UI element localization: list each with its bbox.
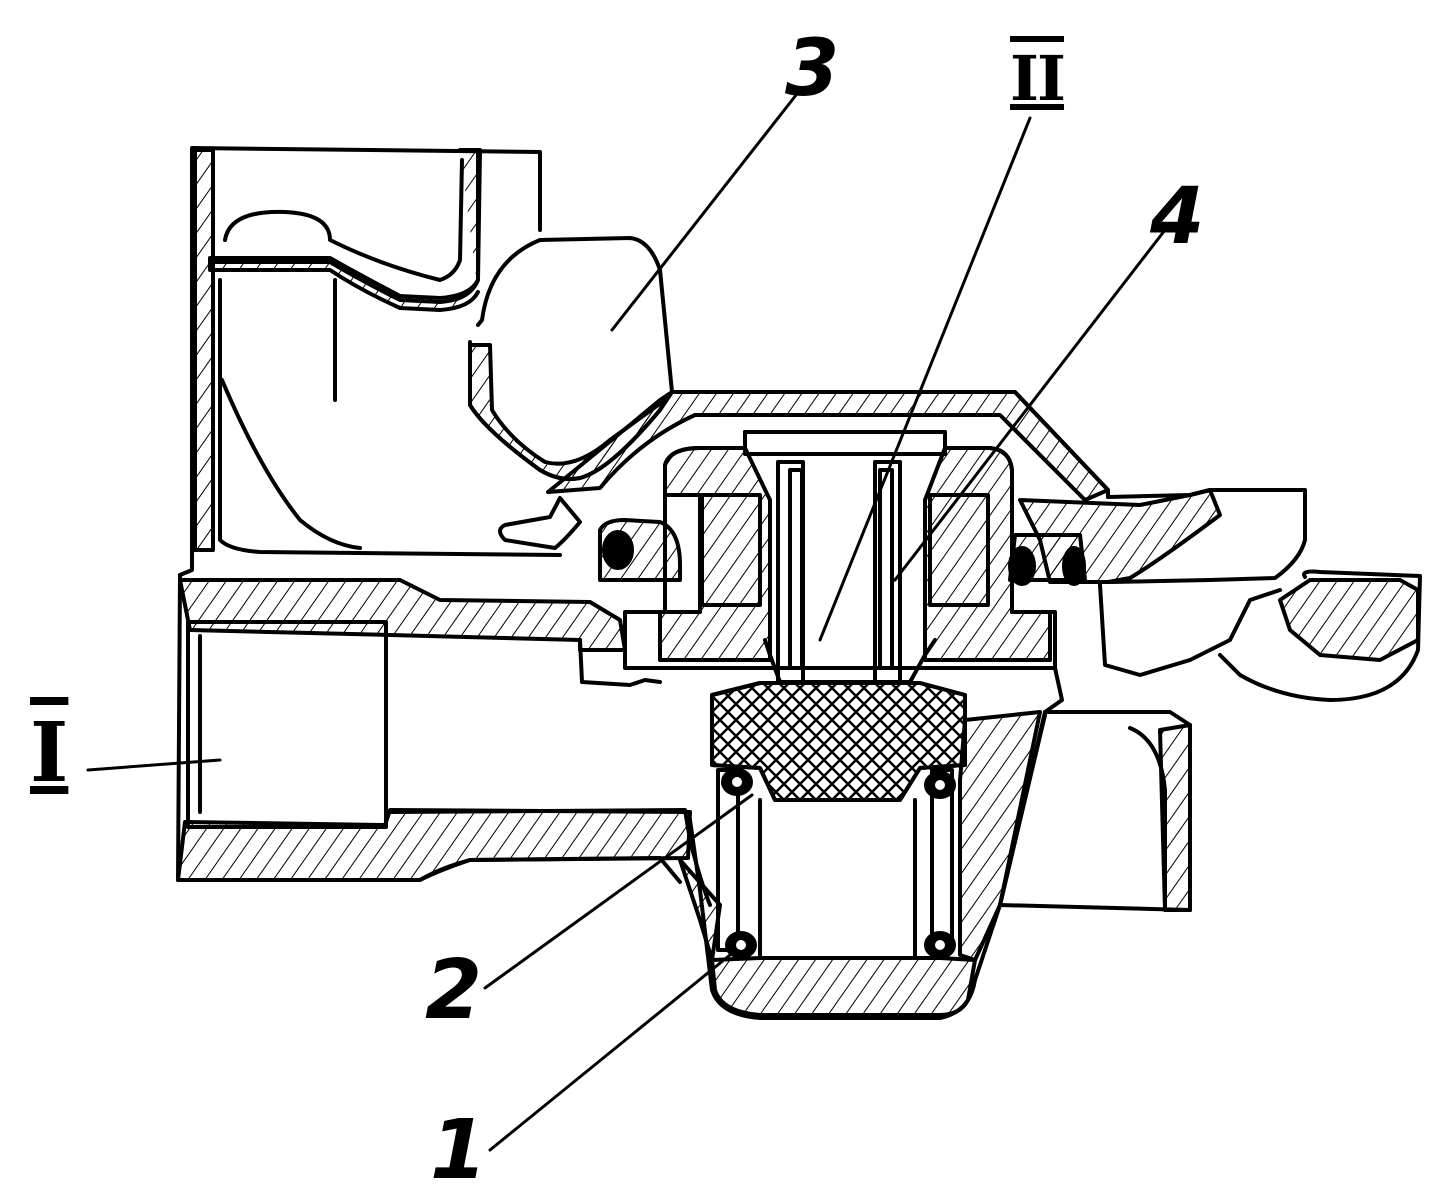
right-body-top [1106,488,1307,584]
stem-right-inner [878,468,894,670]
right-outlet-hatch [1278,578,1420,662]
main-body-joint [578,638,662,687]
right-body-side [1098,583,1282,677]
leader-2 [483,793,754,990]
inner-chamber-curve [220,378,362,550]
bowl-hatch-bottom [710,956,977,1017]
zone-I-label: I [30,705,69,801]
valve-cap-top [743,430,947,456]
leader-II [818,116,1032,642]
stem-left-inner [788,468,804,670]
upper-cup-inner [223,158,464,282]
upper-left-housing-wall [178,146,542,577]
right-body-lower [998,666,1192,912]
zone-II-label: II [1010,42,1066,115]
pipe-I-cylinder [186,620,388,829]
inner-chamber-left [218,278,562,557]
leader-4 [893,228,1167,582]
right-leg-hatch [1158,723,1192,912]
upper-cup-hatch [208,148,480,312]
part-4-label: 4 [1150,172,1205,262]
right-outlet-pipe [1218,569,1422,702]
part-1-label: 1 [430,1103,488,1198]
bowl-hatch-right [958,710,1042,962]
left-flange [498,496,582,550]
leader-3 [610,88,802,332]
o-ring-right-dome [1008,546,1036,586]
part-3-outer-wall [468,340,674,481]
right-body-hatch [1018,488,1222,584]
upper-left-wall-hatch [193,148,215,552]
bowl-outer [688,713,1047,1020]
leader-I [86,758,222,772]
part-3-label: 3 [785,24,840,114]
part-2-label: 2 [425,943,483,1038]
main-body-hatch-lower [176,808,692,882]
main-body-hatch-upper [178,578,627,652]
part-3-housing [476,236,1110,499]
part-4-insert-left [700,493,762,607]
filter-element-outline [710,681,967,802]
bowl-hatch-left [678,858,722,962]
dome-top-hatch [546,390,1110,502]
leader-1 [488,953,732,1152]
bowl-inner-tube-left [716,768,740,952]
part-3-wall-hatch [468,343,674,481]
o-ring-left-dome [602,530,634,570]
